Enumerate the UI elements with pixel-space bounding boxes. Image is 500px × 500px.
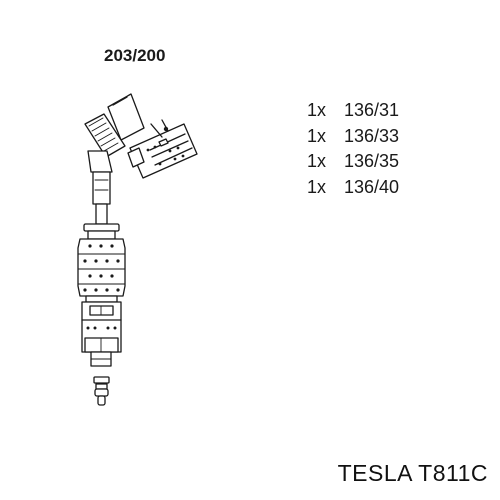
terminal-housing — [81, 301, 122, 367]
parts-list-item: 1x 136/40 — [307, 175, 399, 201]
parts-list: 1x 136/31 1x 136/33 1x 136/35 1x 136/40 — [307, 98, 399, 200]
item-quantity: 1x — [307, 151, 327, 171]
terminal-pin — [93, 376, 110, 406]
item-quantity: 1x — [307, 176, 327, 197]
item-code: 136/33 — [344, 125, 400, 146]
item-quantity: 1x — [307, 125, 327, 146]
coil-boot — [84, 93, 145, 173]
parts-list-item: 1x 136/31 — [307, 98, 399, 124]
brand-label: TESLA T811C — [337, 460, 488, 486]
item-code: 136/31 — [344, 100, 400, 120]
cable — [92, 171, 111, 225]
parts-list-item: 1x 136/33 — [307, 124, 399, 150]
item-quantity: 1x — [307, 100, 327, 120]
connector-plate — [127, 119, 198, 179]
parts-list-item: 1x 136/35 — [307, 149, 399, 175]
item-code: 136/40 — [344, 176, 400, 197]
part-number-label: 203/200 — [104, 46, 166, 65]
item-code: 136/35 — [344, 151, 400, 171]
ribbed-boot — [77, 223, 126, 303]
